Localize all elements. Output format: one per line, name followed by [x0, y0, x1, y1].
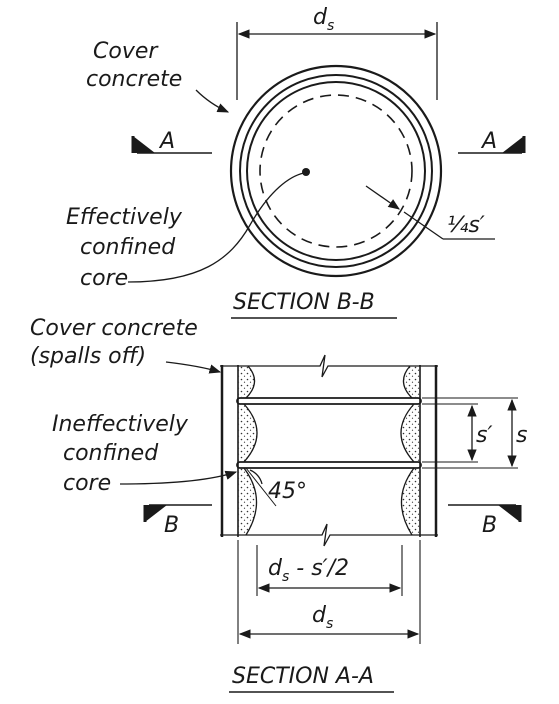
- ineffectively-confined-core-label: Ineffectively confined core: [52, 412, 195, 496]
- ds-label-inner-sub: s: [282, 569, 289, 585]
- bottom-break-line: [220, 523, 438, 547]
- section-aa: Cover concrete (spalls off): [30, 316, 530, 693]
- ds-label-bottom: d: [312, 603, 327, 628]
- section-cut-b-left: B: [143, 504, 212, 538]
- ds-dimension-top: ds: [236, 5, 438, 100]
- top-break-line: [220, 354, 438, 378]
- arch-zone-left-mid: [238, 404, 257, 462]
- spiral-outer-circle: [239, 74, 433, 268]
- arch-zone-right-bottom: [401, 468, 420, 535]
- spacing-dimensions: s′ s: [422, 397, 530, 469]
- arch-zone-left-bottom: [238, 468, 257, 535]
- arch-zone-right-top: [403, 366, 420, 398]
- effective-core-dashed-circle: [259, 94, 413, 248]
- core-leader-aa: [119, 470, 238, 485]
- ds-label-inner-rest: - s′/2: [289, 556, 349, 581]
- svg-text:ds - s′/2: ds - s′/2: [268, 556, 349, 585]
- ds-label-bottom-sub: s: [326, 616, 333, 632]
- cover-concrete-spalls-label: Cover concrete (spalls off): [30, 316, 205, 369]
- cover-leader-bb: [195, 89, 230, 113]
- ds-label-top-sub: s: [327, 18, 334, 34]
- ds-label-top: d: [313, 5, 328, 30]
- quarter-s-prime-dimension: ¼s′: [365, 185, 495, 240]
- section-cut-b-right: B: [448, 504, 522, 538]
- section-bb: ds Cover concrete A A: [66, 5, 526, 319]
- column-cross-section: [229, 64, 443, 278]
- arch-zone-right-mid: [401, 404, 420, 462]
- section-bb-title: SECTION B-B: [233, 290, 375, 315]
- spiral-inner-circle: [246, 81, 426, 261]
- quarter-s-prime-label: ¼s′: [447, 213, 485, 238]
- ds-dimension-bottom: ds: [237, 540, 421, 644]
- section-aa-title: SECTION A-A: [232, 664, 374, 689]
- section-cut-a-right: A: [458, 129, 526, 154]
- ds-minus-half-s-prime-dimension: ds - s′/2: [256, 545, 403, 596]
- core-leader-bb: [127, 172, 305, 283]
- core-center-dot: [302, 168, 310, 176]
- arch-zone-left-top: [238, 366, 255, 398]
- cut-label-a-left: A: [158, 129, 175, 154]
- spiral-hoop-upper: [236, 397, 422, 405]
- cut-label-a-right: A: [480, 129, 497, 154]
- spiral-hoop-lower: [236, 461, 422, 469]
- cut-label-b-left: B: [164, 513, 179, 538]
- s-label: s: [516, 423, 527, 448]
- effectively-confined-core-label: Effectively confined core: [66, 205, 189, 291]
- angle-45-label: 45°: [268, 479, 307, 504]
- outer-cover-circle: [229, 64, 443, 278]
- section-cut-a-left: A: [131, 129, 212, 154]
- angle-45-indicator: 45°: [245, 467, 307, 507]
- ds-label-inner: d: [268, 556, 283, 581]
- cut-label-b-right: B: [482, 513, 497, 538]
- s-prime-label: s′: [476, 423, 492, 448]
- cover-concrete-label-bb: Cover concrete: [86, 39, 182, 92]
- cover-leader-aa: [165, 361, 222, 374]
- column-elevation: [220, 354, 438, 547]
- svg-text:ds: ds: [312, 603, 333, 632]
- svg-text:ds: ds: [313, 5, 334, 34]
